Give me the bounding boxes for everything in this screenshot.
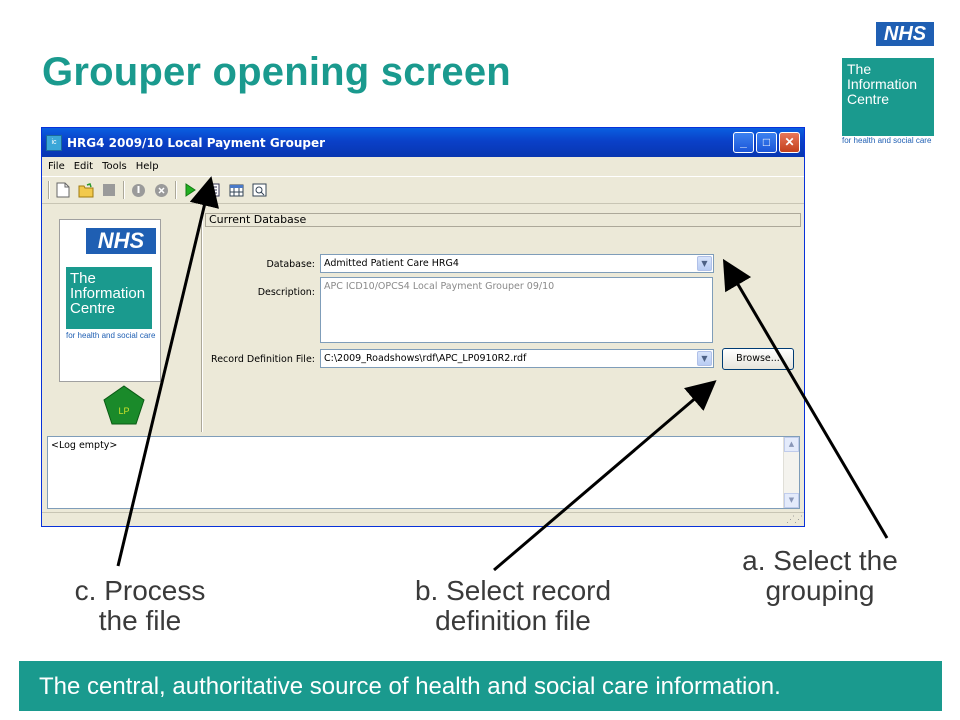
callout-c: c. Process the file bbox=[55, 576, 225, 636]
current-database-header: Current Database bbox=[205, 213, 801, 227]
play-icon[interactable] bbox=[181, 181, 199, 199]
lp-badge: LP bbox=[103, 385, 145, 425]
information-centre-logo: The Information Centre bbox=[842, 58, 934, 136]
minimize-button[interactable]: _ bbox=[733, 132, 754, 153]
scroll-up-icon[interactable]: ▲ bbox=[784, 437, 799, 452]
chevron-down-icon[interactable]: ▼ bbox=[697, 351, 712, 366]
window-title: HRG4 2009/10 Local Payment Grouper bbox=[67, 135, 326, 150]
resize-grip-icon[interactable]: ⋰⋰ bbox=[786, 514, 803, 524]
logo-panel: NHS The Information Centre for health an… bbox=[59, 219, 161, 382]
toolbar-separator bbox=[123, 181, 125, 199]
slide-title: Grouper opening screen bbox=[42, 50, 511, 94]
record-definition-value: C:\2009_Roadshows\rdf\APC_LP0910R2.rdf bbox=[324, 353, 527, 364]
chevron-down-icon[interactable]: ▼ bbox=[697, 256, 712, 271]
info-icon[interactable] bbox=[129, 181, 147, 199]
database-label: Database: bbox=[266, 259, 315, 270]
callout-a-line-1: a. Select the bbox=[742, 545, 898, 576]
logo-subtitle: for health and social care bbox=[842, 136, 932, 145]
logo-line-2: Information bbox=[847, 76, 918, 92]
menu-bar: File Edit Tools Help bbox=[42, 157, 804, 177]
callout-b-line-2: definition file bbox=[435, 605, 591, 636]
preview-icon[interactable] bbox=[250, 181, 268, 199]
callout-b-line-1: b. Select record bbox=[414, 575, 612, 606]
menu-help[interactable]: Help bbox=[135, 161, 159, 172]
log-scrollbar[interactable]: ▲ ▼ bbox=[783, 437, 799, 508]
menu-tools[interactable]: Tools bbox=[102, 161, 127, 172]
callout-a-line-2: grouping bbox=[765, 575, 875, 606]
logo-line-3: Centre bbox=[847, 91, 890, 107]
log-text: <Log empty> bbox=[51, 440, 118, 451]
footer-band: The central, authoritative source of hea… bbox=[19, 661, 942, 711]
toolbar-separator bbox=[175, 181, 177, 199]
description-label: Description: bbox=[257, 287, 315, 298]
app-window: ic HRG4 2009/10 Local Payment Grouper _ … bbox=[41, 127, 805, 527]
lp-badge-label: LP bbox=[118, 406, 129, 416]
database-dropdown[interactable]: Admitted Patient Care HRG4 ▼ bbox=[320, 254, 714, 273]
close-button[interactable]: ✕ bbox=[779, 132, 800, 153]
logo-line-1: The bbox=[70, 270, 96, 287]
nhs-logo: NHS bbox=[876, 22, 934, 46]
database-value: Admitted Patient Care HRG4 bbox=[324, 258, 459, 269]
window-titlebar[interactable]: ic HRG4 2009/10 Local Payment Grouper _ … bbox=[42, 128, 804, 157]
callout-c-line-1: c. Process bbox=[74, 575, 206, 606]
logo-line-3: Centre bbox=[70, 300, 116, 317]
status-bar: ⋰⋰ bbox=[42, 512, 804, 526]
table-icon[interactable] bbox=[227, 181, 245, 199]
logo-line-1: The bbox=[847, 61, 872, 77]
app-icon: ic bbox=[46, 134, 62, 151]
information-centre-logo: The Information Centre bbox=[66, 267, 152, 329]
maximize-button[interactable]: □ bbox=[756, 132, 777, 153]
menu-file[interactable]: File bbox=[48, 161, 65, 172]
callout-c-line-2: the file bbox=[98, 605, 182, 636]
description-field[interactable]: APC ICD10/OPCS4 Local Payment Grouper 09… bbox=[320, 277, 713, 343]
log-area[interactable]: <Log empty> ▲ ▼ bbox=[47, 436, 800, 509]
browse-button[interactable]: Browse... bbox=[722, 348, 794, 370]
toolbar bbox=[42, 177, 804, 204]
cancel-icon[interactable] bbox=[152, 181, 170, 199]
callout-a: a. Select the grouping bbox=[720, 546, 920, 606]
nhs-logo: NHS bbox=[86, 228, 156, 254]
scroll-down-icon[interactable]: ▼ bbox=[784, 493, 799, 508]
footer-text: The central, authoritative source of hea… bbox=[39, 673, 781, 700]
stop-icon[interactable] bbox=[100, 181, 118, 199]
open-icon[interactable] bbox=[77, 181, 95, 199]
menu-edit[interactable]: Edit bbox=[73, 161, 94, 172]
panel-divider bbox=[201, 213, 203, 432]
report-icon[interactable] bbox=[204, 181, 222, 199]
record-definition-label: Record Definition File: bbox=[211, 354, 315, 365]
logo-subtitle: for health and social care bbox=[66, 331, 156, 340]
callout-b: b. Select record definition file bbox=[388, 576, 638, 636]
toolbar-grip bbox=[48, 181, 50, 199]
new-icon[interactable] bbox=[54, 181, 72, 199]
logo-line-2: Information bbox=[70, 285, 146, 302]
record-definition-dropdown[interactable]: C:\2009_Roadshows\rdf\APC_LP0910R2.rdf ▼ bbox=[320, 349, 714, 368]
